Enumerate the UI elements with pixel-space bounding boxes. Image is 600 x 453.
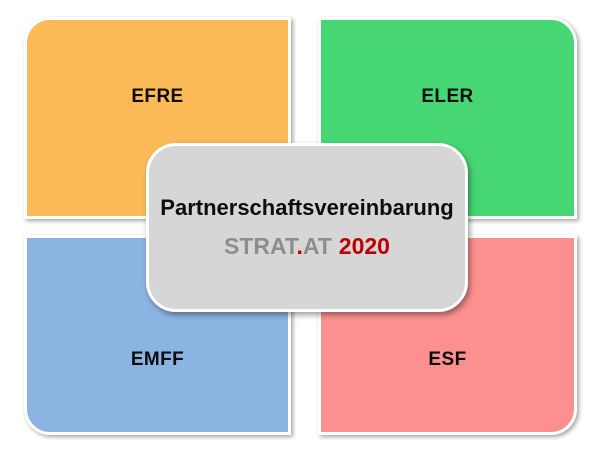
quadrant-efre-label: EFRE [131,85,184,107]
center-title: Partnerschaftsvereinbarung [160,195,454,220]
center-subtitle-dot: . [296,233,303,259]
quadrant-emff-label: EMFF [130,348,185,370]
quadrant-esf-label: ESF [428,348,467,370]
quadrant-eler-label: ELER [421,85,474,107]
center-subtitle-at: AT [302,233,332,259]
center-subtitle-strat: STRAT [224,233,297,259]
center-subtitle-year: 2020 [338,233,390,259]
